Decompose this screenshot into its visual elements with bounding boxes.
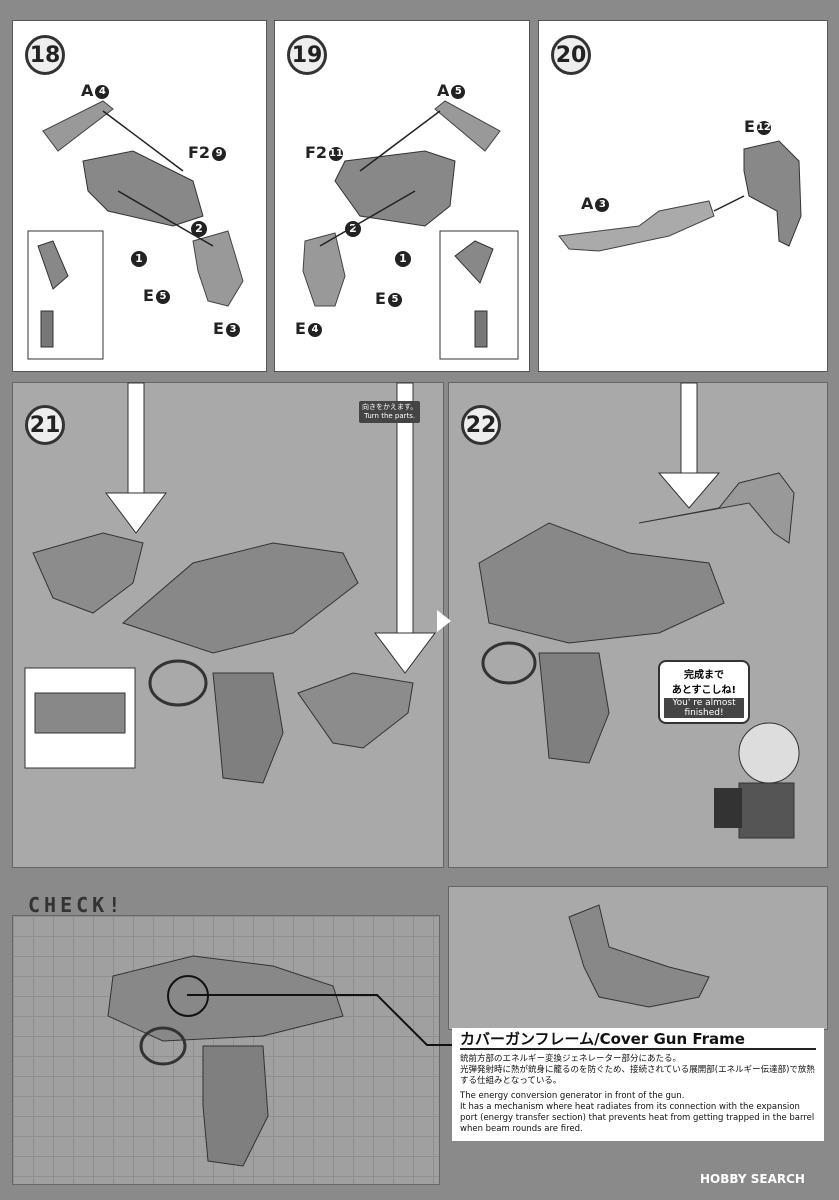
step-18-diagram xyxy=(27,100,244,360)
description-jp-2: 光弾発射時に熱が銃身に籠るのを防ぐため、接続されている展開部(エネルギー伝達部)… xyxy=(460,1065,815,1086)
order-marker-2: 2 xyxy=(191,221,207,237)
check-part-panel xyxy=(448,886,828,1030)
description-en-1: The energy conversion generator in front… xyxy=(460,1091,685,1101)
check-grid-panel xyxy=(12,915,440,1185)
callout-line xyxy=(187,994,452,1046)
step-21-diagram xyxy=(24,532,414,784)
cover-gun-frame-part xyxy=(568,904,710,1008)
right-chevron-icon xyxy=(437,610,451,632)
step-19-badge: 19 xyxy=(287,35,327,75)
step-21-panel: 21 xyxy=(12,382,444,868)
part-name: カバーガンフレーム/Cover Gun Frame xyxy=(460,1032,816,1050)
step-22-diagram xyxy=(478,472,795,764)
part-description: カバーガンフレーム/Cover Gun Frame 銃前方部のエネルギー変換ジェ… xyxy=(452,1028,824,1141)
order-marker-1: 1 xyxy=(395,251,411,267)
step-22-badge: 22 xyxy=(461,405,501,445)
step-19-diagram xyxy=(302,100,519,360)
speech-bubble: 完成まで あとすこしね! You' re almost finished! xyxy=(658,660,750,724)
description-en-2: It has a mechanism where heat radiates f… xyxy=(460,1102,815,1134)
step-18-badge: 18 xyxy=(25,35,65,75)
step-21-badge: 21 xyxy=(25,405,65,445)
step-22-panel: 22 xyxy=(448,382,828,868)
check-gun-diagram xyxy=(107,955,344,1167)
character-chibi-icon xyxy=(714,722,800,839)
step-20-badge: 20 xyxy=(551,35,591,75)
description-jp-1: 銃前方部のエネルギー変換ジェネレーター部分にあたる。 xyxy=(460,1054,682,1064)
down-arrow-icon xyxy=(105,382,167,534)
order-marker-1: 1 xyxy=(131,251,147,267)
down-arrow-icon xyxy=(657,382,721,509)
watermark: HOBBY SEARCH xyxy=(700,1172,805,1186)
down-arrow-icon xyxy=(374,382,436,674)
turn-parts-tag: 向きをかえます。Turn the parts. xyxy=(359,401,421,423)
step-20-diagram xyxy=(558,140,802,252)
check-title: CHECK! xyxy=(28,893,125,917)
